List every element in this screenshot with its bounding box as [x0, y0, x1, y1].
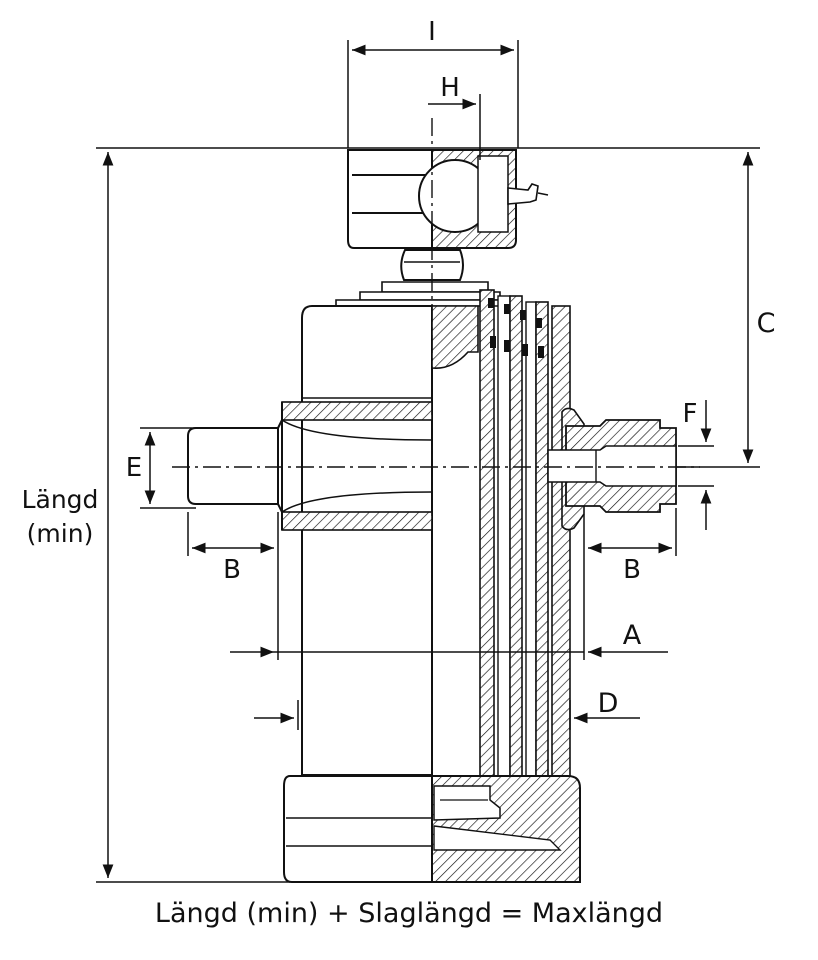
label-c: C [757, 308, 776, 339]
label-b-right: B [623, 555, 641, 585]
label-length-line1: Längd [22, 485, 99, 514]
label-h: H [440, 73, 460, 103]
label-f: F [683, 399, 698, 429]
label-b-left: B [223, 555, 241, 585]
label-a: A [623, 620, 642, 651]
label-i: I [428, 17, 436, 47]
label-length-line2: (min) [27, 519, 94, 548]
label-d: D [598, 688, 619, 719]
cylinder-body [187, 149, 677, 883]
dimension-lines [96, 40, 760, 883]
formula-caption: Längd (min) + Slaglängd = Maxlängd [154, 898, 664, 929]
label-e: E [126, 453, 142, 483]
center-lines [172, 118, 700, 884]
